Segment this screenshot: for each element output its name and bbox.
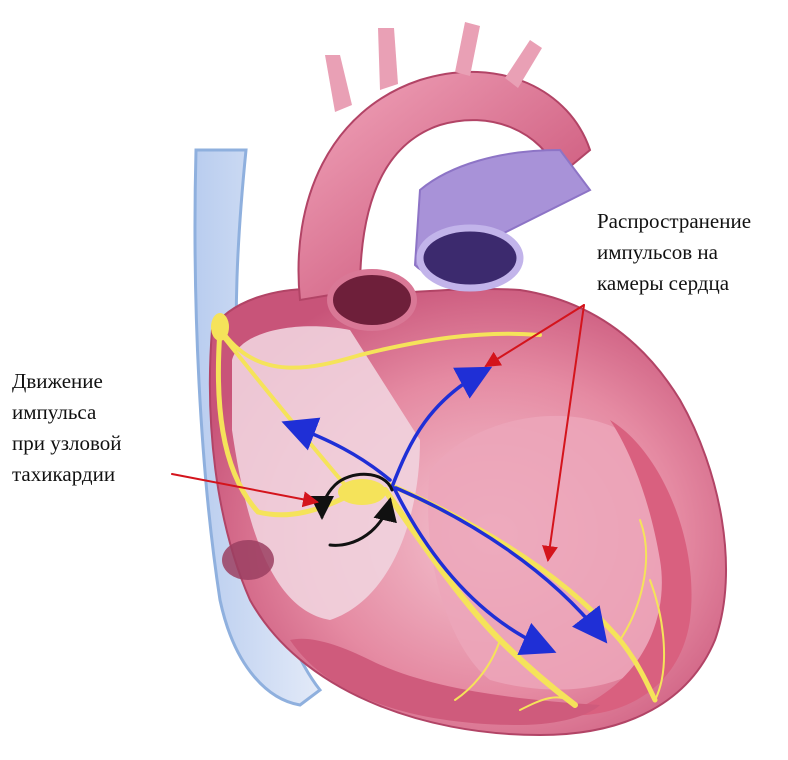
spread-label: Распространение импульсов на камеры серд… xyxy=(597,206,751,299)
spread-label-line: Распространение xyxy=(597,206,751,237)
nodal-label: Движение импульса при узловой тахикардии xyxy=(12,366,122,490)
spread-label-line: импульсов на xyxy=(597,237,751,268)
aortic-branch xyxy=(325,55,352,112)
nodal-label-line: импульса xyxy=(12,397,122,428)
spread-label-line: камеры сердца xyxy=(597,268,751,299)
nodal-label-line: Движение xyxy=(12,366,122,397)
nodal-label-line: тахикардии xyxy=(12,459,122,490)
aortic-branch xyxy=(455,22,480,76)
coronary-sinus-opening xyxy=(222,540,274,580)
sinoatrial-node xyxy=(211,313,229,341)
aortic-opening xyxy=(330,272,414,328)
nodal-label-line: при узловой xyxy=(12,428,122,459)
atrioventricular-node xyxy=(338,479,386,505)
aortic-branch xyxy=(378,28,398,90)
pulmonary-opening xyxy=(420,228,520,288)
heart-illustration xyxy=(195,22,726,735)
